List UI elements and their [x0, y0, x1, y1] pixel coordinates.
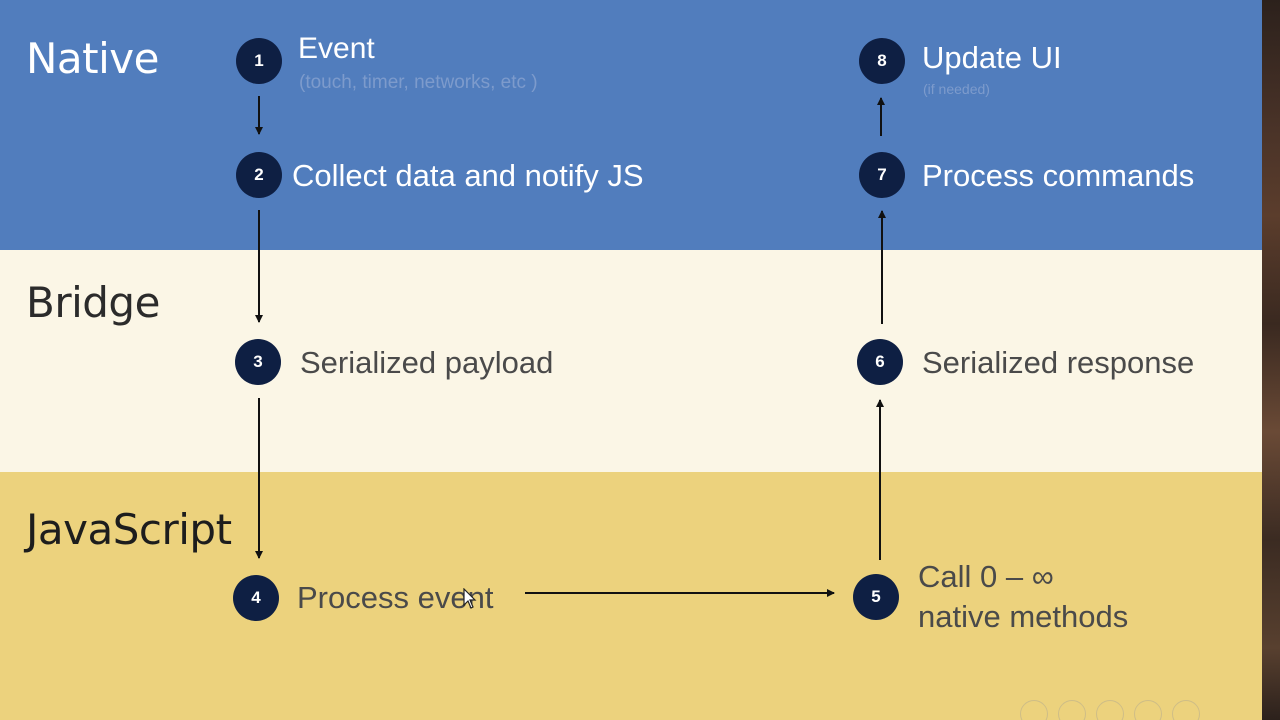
control-circle-icon[interactable] — [1134, 700, 1162, 720]
step-4-badge: 4 — [233, 575, 279, 621]
native-layer-band — [0, 0, 1262, 250]
bridge-layer-label: Bridge — [26, 278, 160, 327]
step-5-badge: 5 — [853, 574, 899, 620]
bridge-layer-band — [0, 250, 1262, 472]
step-3-label: Serialized payload — [300, 345, 554, 380]
javascript-layer-band — [0, 472, 1262, 720]
control-circle-icon[interactable] — [1020, 700, 1048, 720]
control-circle-icon[interactable] — [1096, 700, 1124, 720]
control-circle-icon[interactable] — [1172, 700, 1200, 720]
step-4-label: Process event — [297, 580, 494, 615]
step-2-badge: 2 — [236, 152, 282, 198]
step-5-label-line2: native methods — [918, 599, 1129, 634]
step-7-badge: 7 — [859, 152, 905, 198]
step-6-badge: 6 — [857, 339, 903, 385]
step-5-label-line1: Call 0 – ∞ — [918, 559, 1054, 594]
step-6-label: Serialized response — [922, 345, 1195, 380]
step-7-label: Process commands — [922, 158, 1195, 193]
native-layer-label: Native — [26, 34, 160, 83]
javascript-layer-label: JavaScript — [26, 505, 232, 554]
step-8-sublabel: (if needed) — [923, 81, 990, 97]
step-2-label: Collect data and notify JS — [292, 158, 644, 193]
mouse-cursor-icon — [463, 588, 477, 609]
step-1-sublabel: (touch, timer, networks, etc ) — [299, 72, 538, 93]
step-1-badge: 1 — [236, 38, 282, 84]
background-edge — [1262, 0, 1280, 720]
step-3-badge: 3 — [235, 339, 281, 385]
step-8-label: Update UI — [922, 40, 1062, 75]
step-8-badge: 8 — [859, 38, 905, 84]
control-circle-icon[interactable] — [1058, 700, 1086, 720]
step-1-label: Event — [298, 32, 375, 65]
presentation-controls — [1020, 700, 1200, 720]
